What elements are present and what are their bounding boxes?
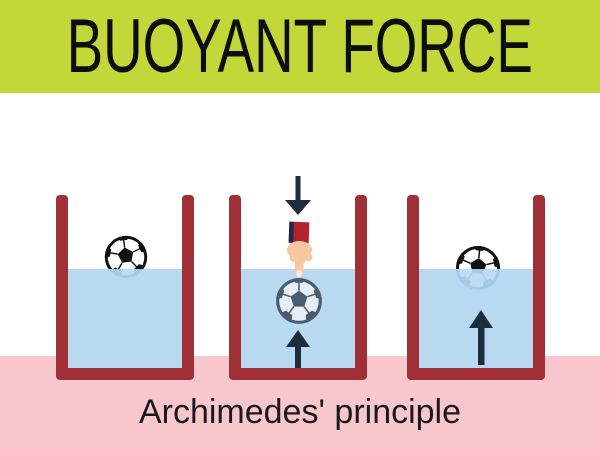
buoyant-force-up-arrow-icon [469,310,493,365]
buoyant-force-up-arrow-icon [286,330,310,370]
panel-ball-floating [56,195,194,380]
caption-text: Archimedes' principle [138,393,462,431]
panel-ball-pushed-underwater [229,176,367,380]
hand-pushing-icon [287,221,313,278]
hand [287,241,313,278]
sleeve [288,221,310,244]
beaker-container [229,195,367,380]
beaker-container [407,195,545,380]
water [68,269,182,370]
applied-force-down-arrow-icon [285,176,311,215]
title-banner: BUOYANT FORCE [0,0,600,93]
page-title: BUOYANT FORCE [66,3,534,89]
panel-buoyant-force-on-ball [407,195,545,380]
beaker-container [56,195,194,380]
